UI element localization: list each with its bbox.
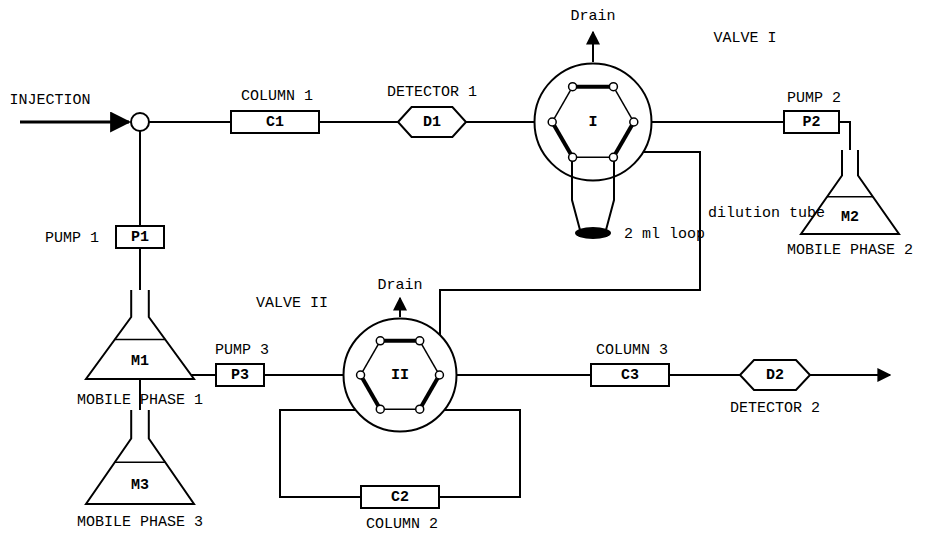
tubing-line <box>139 249 141 290</box>
loop-label: 2 ml loop <box>624 226 705 244</box>
injection-port <box>131 113 149 131</box>
tubing-line <box>140 122 230 225</box>
drain-label: Drain <box>570 8 615 26</box>
column-box: C2COLUMN 2 <box>360 485 440 509</box>
tubing-line <box>265 374 344 376</box>
solvent-flask: M2MOBILE PHASE 2 <box>800 150 900 235</box>
shape-code: D1 <box>398 106 466 138</box>
pump-box: P1PUMP 1 <box>115 225 165 249</box>
shape-code: I <box>533 62 653 182</box>
outlet-arrow <box>810 374 890 376</box>
part-name: VALVE II <box>256 295 328 313</box>
part-name: PUMP 1 <box>45 230 99 248</box>
valve-channel <box>380 339 419 343</box>
tubing-line <box>652 121 784 123</box>
valve-port <box>376 405 384 413</box>
valve-channel <box>420 341 440 375</box>
tubing-line <box>457 374 591 376</box>
tubing-line <box>466 121 535 123</box>
valve-port <box>630 118 638 126</box>
sample-loop <box>575 227 611 239</box>
part-name: PUMP 2 <box>787 90 841 108</box>
valve-channel <box>552 87 572 122</box>
valve-channel <box>420 375 440 409</box>
shape-code: D2 <box>740 359 810 391</box>
valve-channel <box>361 375 381 409</box>
part-name: PUMP 3 <box>215 342 269 360</box>
tubing-line <box>320 121 398 123</box>
column-box: C3COLUMN 3 <box>590 363 670 387</box>
shape-code: M1 <box>85 342 195 380</box>
valve-channel <box>361 341 381 375</box>
tube-label: dilution tube <box>708 205 825 223</box>
valve-port <box>357 371 365 379</box>
valve-channel <box>380 408 419 410</box>
injection-arrow <box>20 121 129 124</box>
flask-outline <box>86 410 194 504</box>
part-name: MOBILE PHASE 1 <box>77 392 203 410</box>
valve-port <box>569 83 577 91</box>
shape-code: P3 <box>217 365 263 385</box>
part-name: MOBILE PHASE 2 <box>787 242 913 260</box>
pump-box: P3PUMP 3 <box>215 363 265 387</box>
loop-tube <box>572 158 580 230</box>
liquid-level <box>827 196 873 198</box>
valve-port <box>435 371 443 379</box>
valve-port <box>548 118 556 126</box>
part-name: COLUMN 2 <box>366 516 438 534</box>
shape-code: C1 <box>232 112 318 132</box>
part-name: DETECTOR 1 <box>387 84 477 102</box>
valve-channel <box>613 122 633 157</box>
liquid-level <box>115 339 166 341</box>
pump-box: P2PUMP 2 <box>783 110 840 134</box>
switch-valve: IVALVE I <box>533 62 653 182</box>
part-name: VALVE I <box>713 30 776 48</box>
detector-hex: D1DETECTOR 1 <box>398 106 466 138</box>
tubing-line <box>840 122 850 150</box>
switch-valve: IIVALVE II <box>342 317 458 433</box>
valve-port <box>609 153 617 161</box>
loop-tube <box>606 158 614 230</box>
valve-channel <box>573 157 614 159</box>
shape-code: II <box>342 317 458 433</box>
flask-outline <box>86 290 194 379</box>
valve-port <box>416 405 424 413</box>
detector-hex: D2DETECTOR 2 <box>740 359 810 391</box>
tubing-line <box>670 374 740 376</box>
drain-label: Drain <box>377 277 422 295</box>
part-name: MOBILE PHASE 3 <box>77 514 203 532</box>
valve-port <box>416 337 424 345</box>
valve-channel <box>573 85 614 89</box>
tubing-line <box>440 152 700 335</box>
shape-code: M3 <box>85 465 195 505</box>
solvent-flask: M3MOBILE PHASE 3 <box>85 410 195 505</box>
valve-port <box>569 153 577 161</box>
detector-outline <box>740 360 810 390</box>
shape-code: P2 <box>785 112 838 132</box>
solvent-flask: M1MOBILE PHASE 1 <box>85 290 195 380</box>
shape-code: C2 <box>362 487 438 507</box>
part-name: DETECTOR 2 <box>730 400 820 418</box>
drain-arrow <box>592 32 594 62</box>
shape-code: P1 <box>117 227 163 247</box>
column-box: C1COLUMN 1 <box>230 110 320 134</box>
detector-outline <box>398 107 466 137</box>
tubing-line <box>440 410 520 497</box>
valve-channel <box>613 87 633 122</box>
port-label: INJECTION <box>9 92 90 110</box>
valve-port <box>376 337 384 345</box>
part-name: COLUMN 3 <box>596 342 668 360</box>
liquid-level <box>115 462 166 464</box>
shape-code: C3 <box>592 365 668 385</box>
drain-arrow <box>399 298 401 317</box>
valve-channel <box>552 122 572 157</box>
part-name: COLUMN 1 <box>241 88 313 106</box>
valve-port <box>609 83 617 91</box>
tubing-line <box>280 410 360 497</box>
